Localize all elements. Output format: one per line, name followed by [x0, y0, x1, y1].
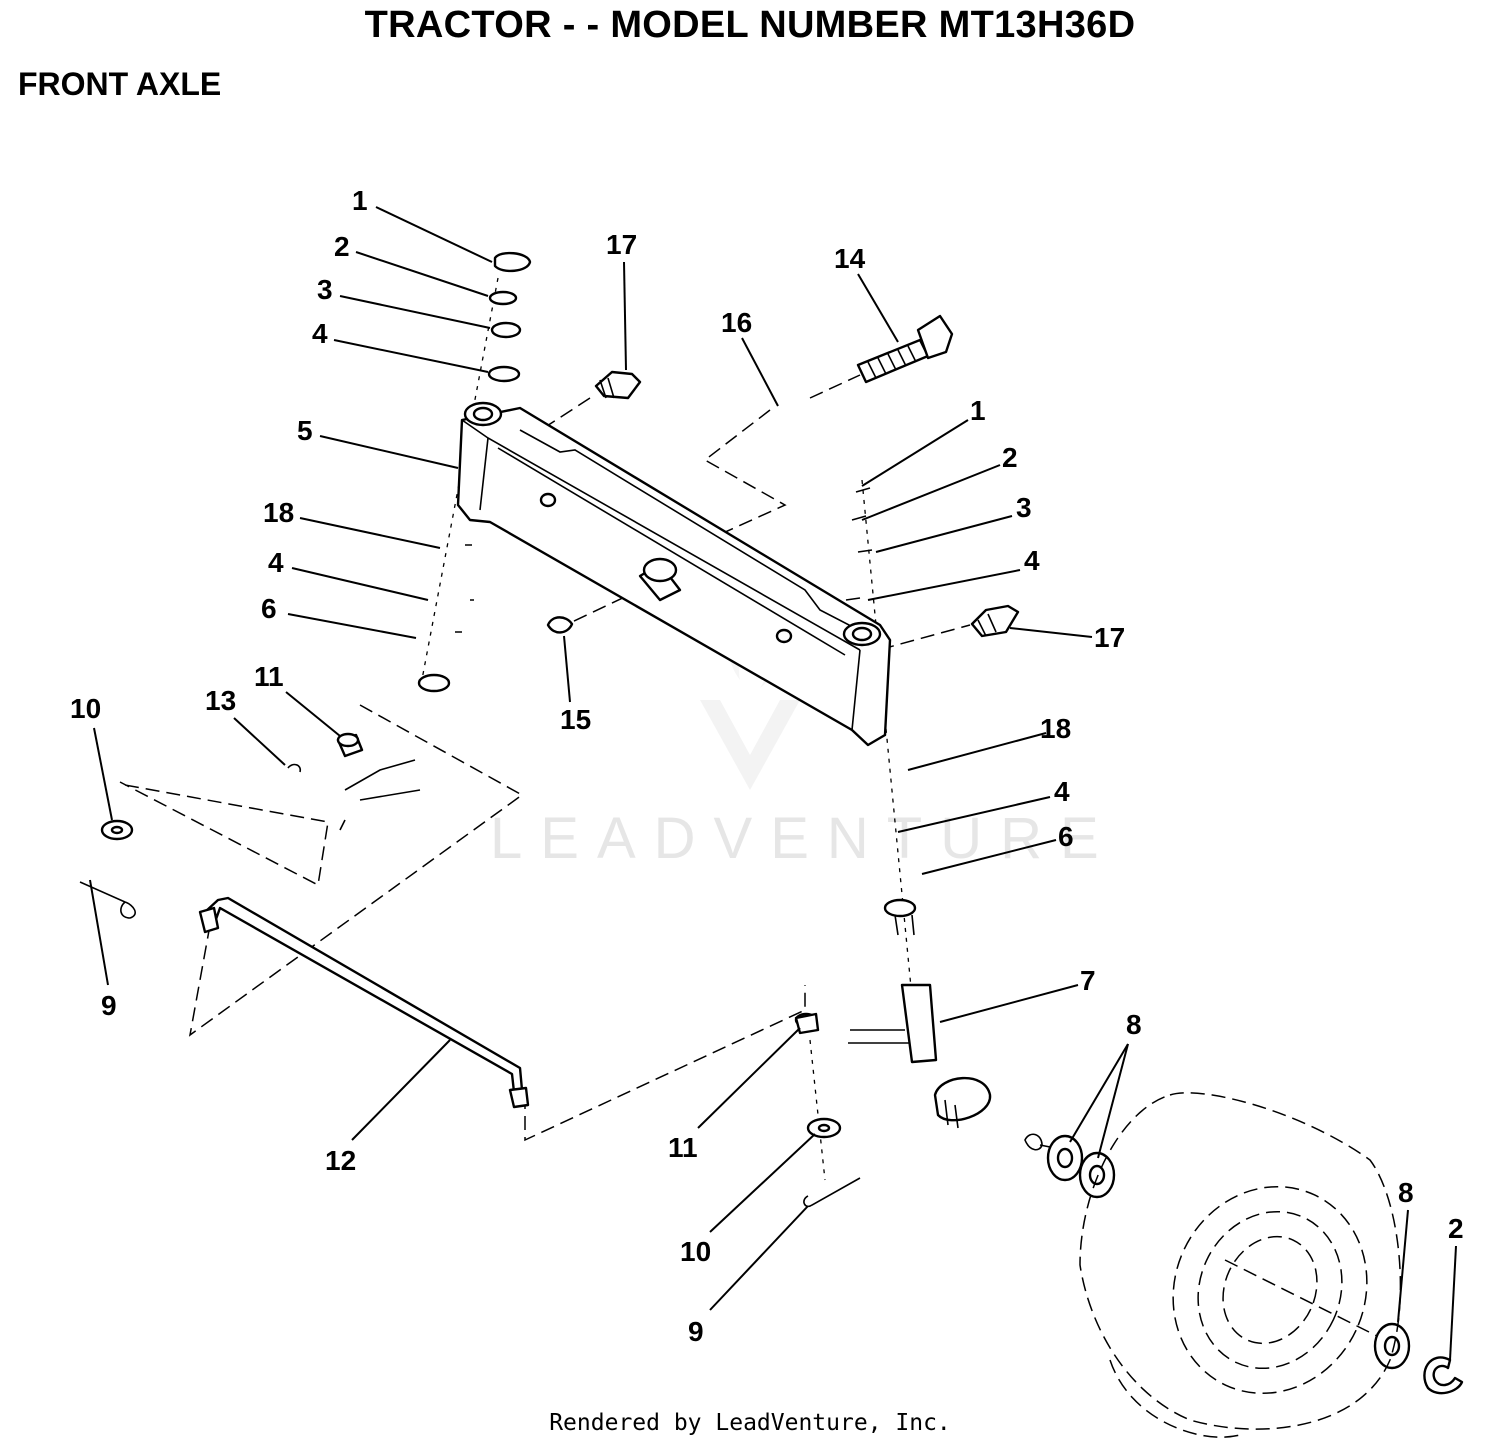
leader-lines	[89, 206, 1457, 1361]
callout-4-left-lower: 4	[268, 547, 284, 578]
drag-link-icon	[198, 896, 530, 1109]
callout-6-left: 6	[261, 593, 277, 624]
callout-11-right: 11	[668, 1132, 698, 1163]
callout-8-wheel: 8	[1398, 1177, 1414, 1208]
grease-fitting-icon	[594, 370, 642, 400]
callout-11-left: 11	[254, 661, 284, 692]
callout-labels: 1 2 3 4 5 17 14 16 1 2 3 4 17 18 4 6 15 …	[70, 185, 1464, 1347]
right-spindle-hardware	[845, 487, 873, 601]
callout-5: 5	[297, 415, 313, 446]
axle-beam	[456, 401, 892, 747]
callout-1-upper-left: 1	[352, 185, 368, 216]
callout-15: 15	[560, 704, 591, 735]
callout-10-left: 10	[70, 693, 101, 724]
callout-2-wheel: 2	[1448, 1213, 1464, 1244]
callout-2-upper-left: 2	[334, 231, 350, 262]
callout-9-left: 9	[101, 990, 117, 1021]
callout-9-right: 9	[688, 1316, 704, 1347]
callout-4-right-lower: 4	[1054, 776, 1070, 807]
footer-credit: Rendered by LeadVenture, Inc.	[549, 1410, 951, 1436]
section-title: FRONT AXLE	[18, 66, 222, 102]
retaining-clip-icon	[1423, 1356, 1464, 1395]
callout-10-right: 10	[680, 1236, 711, 1267]
callout-16: 16	[721, 307, 752, 338]
callout-14: 14	[834, 243, 866, 274]
callout-4-upper-left: 4	[312, 318, 328, 349]
watermark-text: LEADVENTURE	[490, 806, 1117, 871]
left-spindle-lower	[287, 732, 421, 831]
callout-3-right: 3	[1016, 492, 1032, 523]
callout-17-right: 17	[1094, 622, 1125, 653]
callout-2-right: 2	[1002, 442, 1018, 473]
callout-13: 13	[205, 685, 236, 716]
callout-1-right: 1	[970, 395, 986, 426]
washer-hole	[110, 825, 124, 835]
pivot-bushing-icon	[546, 616, 574, 634]
callout-4-right: 4	[1024, 545, 1040, 576]
callout-17-top: 17	[606, 229, 637, 260]
front-wheel	[1079, 1092, 1402, 1438]
callout-7: 7	[1080, 965, 1096, 996]
callout-18-left: 18	[263, 497, 294, 528]
page-title: TRACTOR - - MODEL NUMBER MT13H36D	[364, 4, 1136, 46]
grease-fitting-icon	[970, 604, 1020, 638]
cotter-pin-icon	[79, 881, 136, 919]
callout-3-upper-left: 3	[317, 274, 333, 305]
callout-18-right: 18	[1040, 713, 1071, 744]
axle-bolt-icon	[856, 314, 954, 384]
callout-8-pair: 8	[1126, 1009, 1142, 1040]
right-spindle	[848, 898, 992, 1129]
wheel-washers	[1024, 1133, 1411, 1370]
right-spindle-axis	[861, 479, 919, 1061]
callout-6-right: 6	[1058, 821, 1074, 852]
left-spindle-hardware	[417, 251, 532, 693]
callout-12: 12	[325, 1145, 356, 1176]
